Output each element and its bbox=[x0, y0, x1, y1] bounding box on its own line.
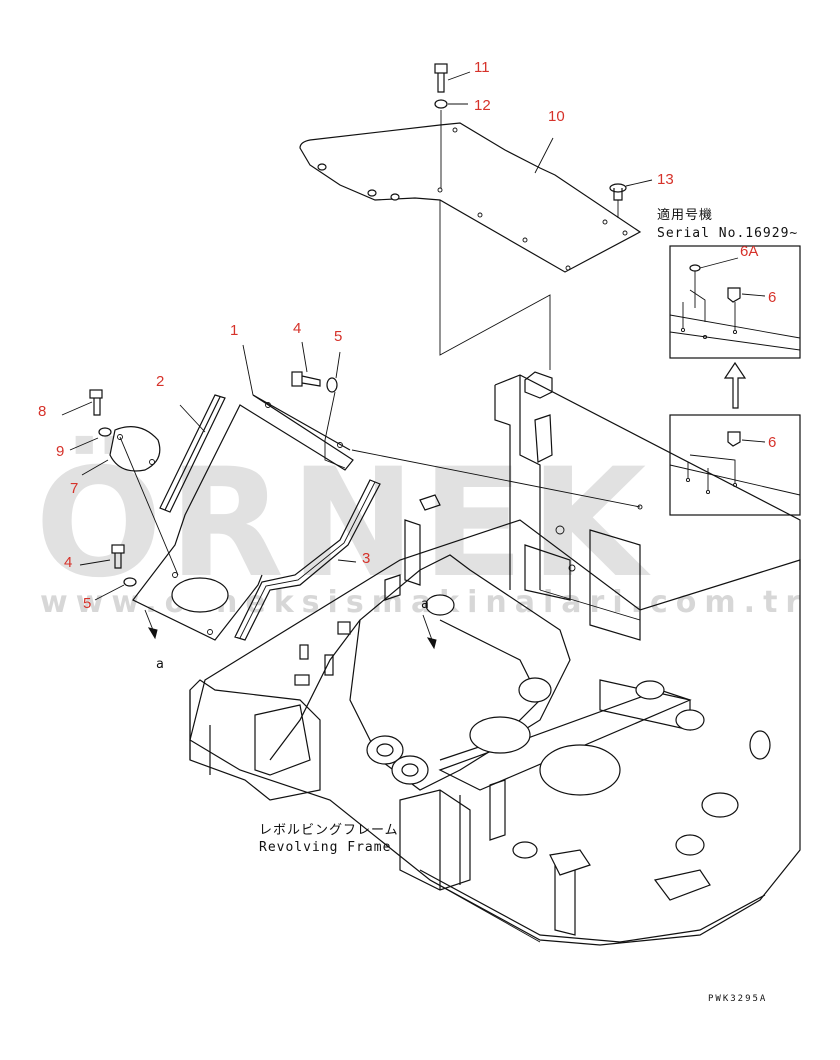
detail-box-standard bbox=[669, 414, 801, 516]
revolving-frame: a bbox=[189, 371, 801, 946]
washer-5-lower bbox=[94, 577, 137, 601]
callout-5-lower: 5 bbox=[83, 595, 91, 612]
washer-5-upper bbox=[324, 351, 341, 441]
washer-12 bbox=[434, 99, 468, 109]
callout-4-lower: 4 bbox=[64, 554, 72, 571]
callout-6-standard: 6 bbox=[768, 434, 776, 451]
bolt-4-upper bbox=[291, 341, 321, 387]
detail-box-serial bbox=[669, 245, 801, 359]
callout-6a: 6A bbox=[740, 243, 758, 260]
plate-10 bbox=[299, 110, 642, 370]
callout-6-serial: 6 bbox=[768, 289, 776, 306]
callout-3: 3 bbox=[362, 550, 370, 567]
strip-2 bbox=[159, 394, 226, 513]
callout-10: 10 bbox=[548, 108, 565, 125]
view-marker-a-plate: a bbox=[156, 657, 165, 672]
callout-12: 12 bbox=[474, 97, 491, 114]
pin-13 bbox=[609, 179, 653, 218]
bolt-4-lower bbox=[79, 544, 125, 569]
watermark-url: www.orneksismakinalari.com.tr bbox=[40, 585, 808, 620]
applicability-serial: Serial No.16929~ bbox=[657, 226, 798, 241]
callout-5-upper: 5 bbox=[334, 328, 342, 345]
watermark: ÖRNEK www.orneksismakinalari.com.tr bbox=[35, 435, 808, 620]
bolt-8 bbox=[61, 389, 103, 416]
callout-4-upper: 4 bbox=[293, 320, 301, 337]
callout-11: 11 bbox=[474, 59, 490, 76]
frame-label-en: Revolving Frame bbox=[259, 840, 391, 855]
frame-label-jp: レボルビングフレーム bbox=[259, 823, 399, 838]
bolt-11 bbox=[434, 63, 471, 93]
detail-arrow bbox=[723, 361, 747, 409]
washer-9 bbox=[69, 427, 112, 451]
callout-2: 2 bbox=[156, 373, 164, 390]
callout-8: 8 bbox=[38, 403, 46, 420]
strip-3 bbox=[234, 479, 381, 641]
callout-7: 7 bbox=[70, 480, 78, 497]
view-marker-a-frame: a bbox=[421, 597, 430, 612]
drawing-code: PWK3295A bbox=[708, 994, 767, 1004]
plate-1 bbox=[132, 344, 643, 641]
applicability-jp: 適用号機 bbox=[657, 207, 713, 223]
callout-13: 13 bbox=[657, 171, 674, 188]
callout-1: 1 bbox=[230, 322, 238, 339]
callouts: 1 2 3 4 4 5 5 6 6 6A 7 8 9 10 11 12 13 bbox=[38, 59, 776, 612]
callout-9: 9 bbox=[56, 443, 64, 460]
cover-7 bbox=[81, 426, 179, 576]
